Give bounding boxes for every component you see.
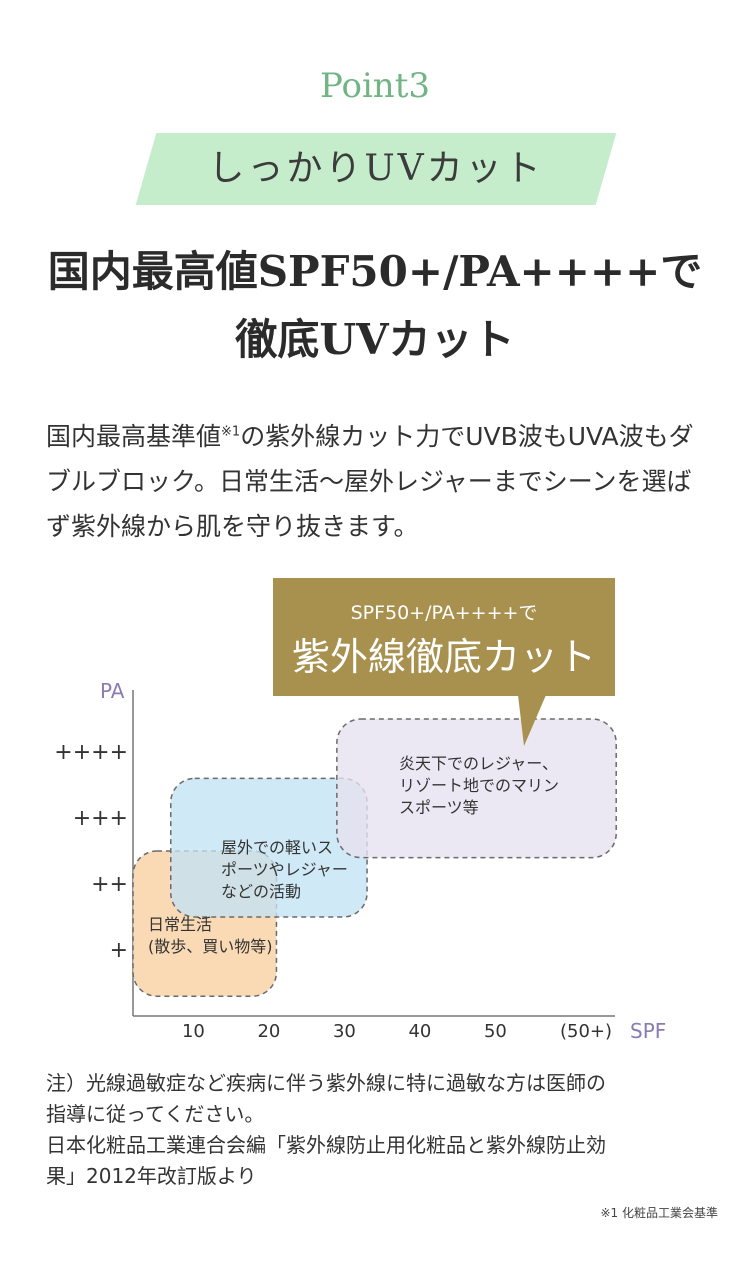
x-axis-label: SPF: [630, 1019, 666, 1043]
y-axis-label: PA: [100, 679, 125, 703]
region-2-label: 屋外での軽いス: [221, 838, 333, 857]
intro-text: 国内最高基準値※1の紫外線カット力でUVB波もUVA波もダブルブロック。日常生活…: [46, 414, 716, 549]
region-1-label: (散歩、買い物等): [148, 937, 273, 956]
callout-box: [273, 578, 615, 696]
callout-line-2: 紫外線徹底カット: [292, 635, 596, 679]
callout-pointer: [518, 695, 546, 746]
point-label: Point3: [319, 66, 431, 106]
y-tick-label: +++: [73, 806, 128, 831]
intro-footnote-mark: ※1: [221, 424, 241, 440]
intro-text-b: の紫外線カット力でUVB波もUVA波もダブルブロック。日常生活〜屋外レジャーまで…: [46, 422, 694, 541]
region-2-label: などの活動: [221, 882, 301, 901]
x-tick-label: (50+): [560, 1021, 612, 1042]
y-tick-label: +: [110, 938, 128, 963]
x-tick-label: 50: [484, 1021, 507, 1042]
x-tick-label: 10: [182, 1021, 205, 1042]
x-tick-label: 40: [408, 1021, 431, 1042]
region-3-label: スポーツ等: [399, 798, 479, 817]
y-tick-label: ++++: [54, 740, 128, 765]
region-2-label: ポーツやレジャー: [221, 860, 348, 879]
x-tick-label: 30: [333, 1021, 356, 1042]
note-line-3: 日本化粧品工業連合会編「紫外線防止用化粧品と紫外線防止効: [46, 1133, 606, 1157]
region-2: [170, 777, 368, 918]
headline-line-2: 徹底UVカット: [235, 315, 515, 364]
callout-line-1: SPF50+/PA++++で: [351, 602, 538, 624]
x-tick-label: 20: [257, 1021, 280, 1042]
note-line-4: 果」2012年改訂版より: [46, 1164, 257, 1188]
region-3-label: 炎天下でのレジャー、: [399, 754, 558, 773]
notes: 注）光線過敏症など疾病に伴う紫外線に特に過敏な方は医師の 指導に従ってください。…: [46, 1068, 716, 1192]
headline: 国内最高値SPF50+/PA++++で 徹底UVカット: [0, 238, 750, 374]
footnote: ※1 化粧品工業会基準: [600, 1206, 718, 1220]
note-line-2: 指導に従ってください。: [46, 1102, 265, 1126]
headline-line-1: 国内最高値SPF50+/PA++++で: [47, 247, 703, 296]
region-3-label: リゾート地でのマリン: [399, 776, 559, 795]
note-line-1: 注）光線過敏症など疾病に伴う紫外線に特に過敏な方は医師の: [46, 1071, 606, 1095]
intro-text-a: 国内最高基準値: [46, 422, 222, 451]
banner-title: しっかりUVカット: [208, 148, 544, 189]
region-3: [336, 718, 617, 859]
region-1-label: 日常生活: [148, 915, 212, 934]
y-tick-label: ++: [91, 872, 128, 897]
